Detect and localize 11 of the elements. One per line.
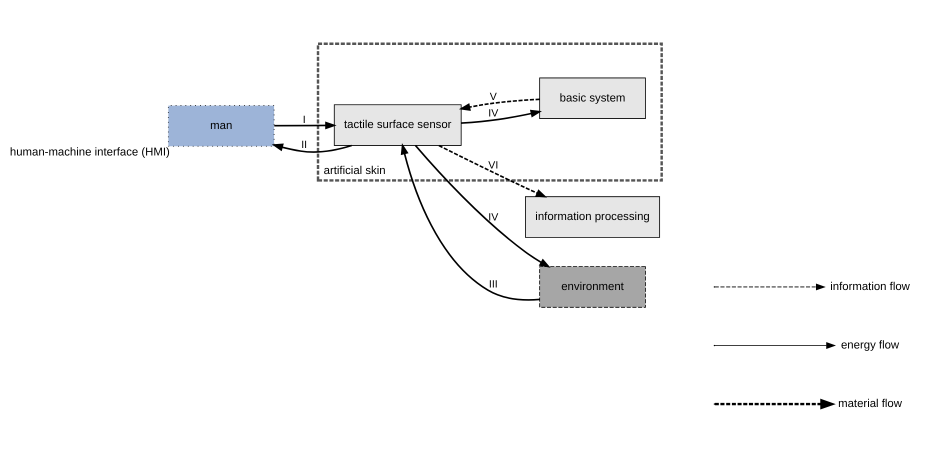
- legend-label: material flow: [838, 398, 902, 410]
- legend-label: information flow: [830, 280, 910, 292]
- node-label: human-machine interface (HMI): [10, 146, 170, 158]
- legend-label: energy flow: [840, 339, 900, 352]
- edge-label: V: [490, 90, 497, 103]
- edge-label: II: [301, 138, 308, 151]
- edge-label: IV: [488, 211, 498, 224]
- edge-label: I: [302, 113, 306, 126]
- edge-label: IV: [488, 106, 498, 119]
- edge-label: VI: [488, 159, 498, 172]
- edge-label: III: [488, 278, 498, 290]
